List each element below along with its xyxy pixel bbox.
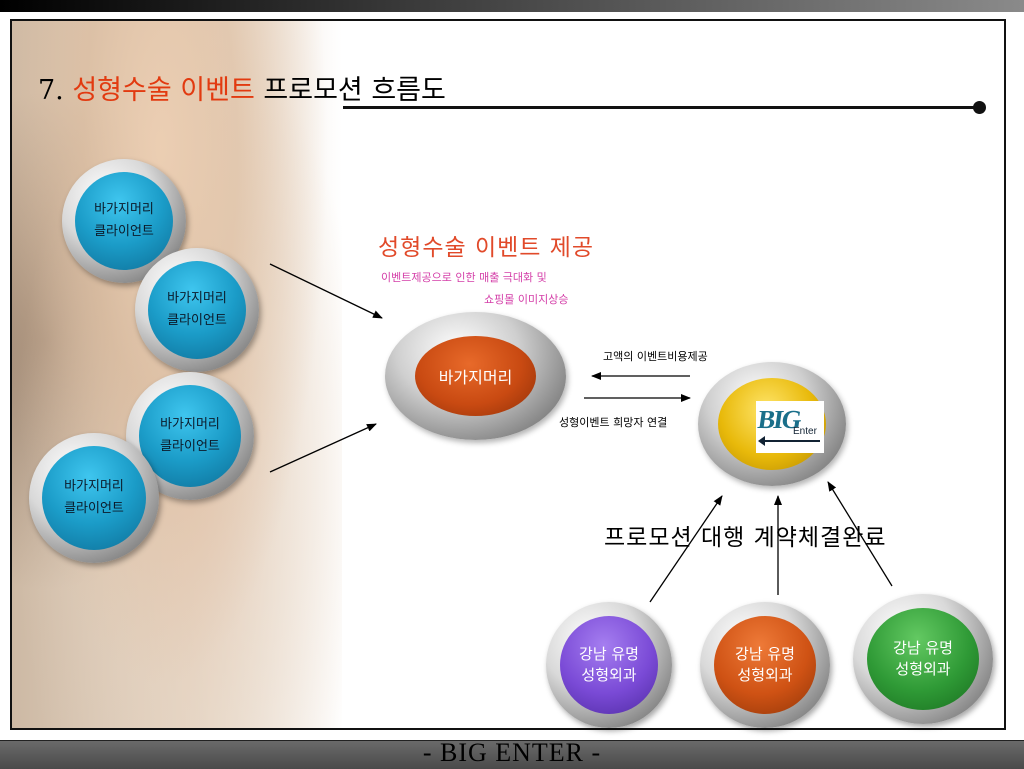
hospital-circle-inner: 강남 유명 성형외과: [867, 608, 979, 710]
client-label-line1: 바가지머리: [94, 202, 154, 217]
footer-text: - BIG ENTER -: [422, 738, 602, 767]
event-subtitle-line2: 쇼핑몰 이미지상승: [484, 293, 569, 306]
hospital-label-line1: 강남 유명: [579, 645, 639, 663]
hospital-circle-2: 강남 유명 성형외과: [700, 602, 830, 728]
logo-enter-text: Enter: [793, 426, 817, 437]
center-node-inner: 바가지머리: [415, 336, 536, 416]
event-title: 성형수술 이벤트 제공: [378, 235, 595, 261]
title-underline: [343, 106, 978, 109]
client-label-line2: 클라이언트: [64, 501, 124, 516]
title-suffix: 프로모션 흐름도: [254, 75, 446, 106]
hospital-circle-inner: 강남 유명 성형외과: [714, 616, 816, 714]
partner-node-inner: BIG Enter: [718, 378, 826, 470]
bottom-bar: [0, 740, 1024, 769]
hospital-circle-1: 강남 유명 성형외과: [546, 602, 672, 728]
hospital-label-line2: 성형외과: [895, 660, 951, 678]
slide-title: 7. 성형수술 이벤트 프로모션 흐름도: [38, 68, 446, 107]
client-circle-4: 바가지머리 클라이언트: [29, 433, 159, 563]
title-prefix: 7.: [38, 75, 73, 106]
hospital-label-line1: 강남 유명: [735, 645, 795, 663]
client-circle-inner: 바가지머리 클라이언트: [75, 172, 173, 270]
promo-contract-text: 프로모션 대행 계약체결완료: [604, 525, 887, 551]
title-highlight: 성형수술 이벤트: [72, 75, 255, 106]
client-label-line1: 바가지머리: [64, 479, 124, 494]
hospital-label-line2: 성형외과: [581, 666, 637, 684]
partner-node: BIG Enter: [698, 362, 846, 486]
client-label-line1: 바가지머리: [167, 291, 227, 306]
client-label-line2: 클라이언트: [160, 439, 220, 454]
client-label-line2: 클라이언트: [94, 224, 154, 239]
hospital-label-line1: 강남 유명: [893, 639, 953, 657]
client-label-line1: 바가지머리: [160, 417, 220, 432]
client-circle-inner: 바가지머리 클라이언트: [148, 261, 246, 359]
logo-arrow-icon: [758, 436, 765, 446]
title-underline-dot: [973, 101, 986, 114]
client-circle-inner: 바가지머리 클라이언트: [139, 385, 241, 487]
client-label-line2: 클라이언트: [167, 313, 227, 328]
center-node: 바가지머리: [385, 312, 566, 440]
hospital-label-line2: 성형외과: [737, 666, 793, 684]
event-subtitle-line1: 이벤트제공으로 인한 매출 극대화 및: [381, 271, 547, 284]
flow-label-to-partner: 성형이벤트 희망자 연결: [559, 416, 668, 429]
client-circle-inner: 바가지머리 클라이언트: [42, 446, 146, 550]
top-bar: [0, 0, 1024, 12]
client-circle-2: 바가지머리 클라이언트: [135, 248, 259, 372]
hospital-circle-inner: 강남 유명 성형외과: [560, 616, 658, 714]
logo-underline: [760, 440, 820, 442]
hospital-circle-3: 강남 유명 성형외과: [853, 594, 993, 724]
center-node-label: 바가지머리: [438, 368, 513, 387]
big-enter-logo: BIG Enter: [756, 401, 824, 453]
flow-label-to-center: 고액의 이벤트비용제공: [603, 350, 708, 363]
